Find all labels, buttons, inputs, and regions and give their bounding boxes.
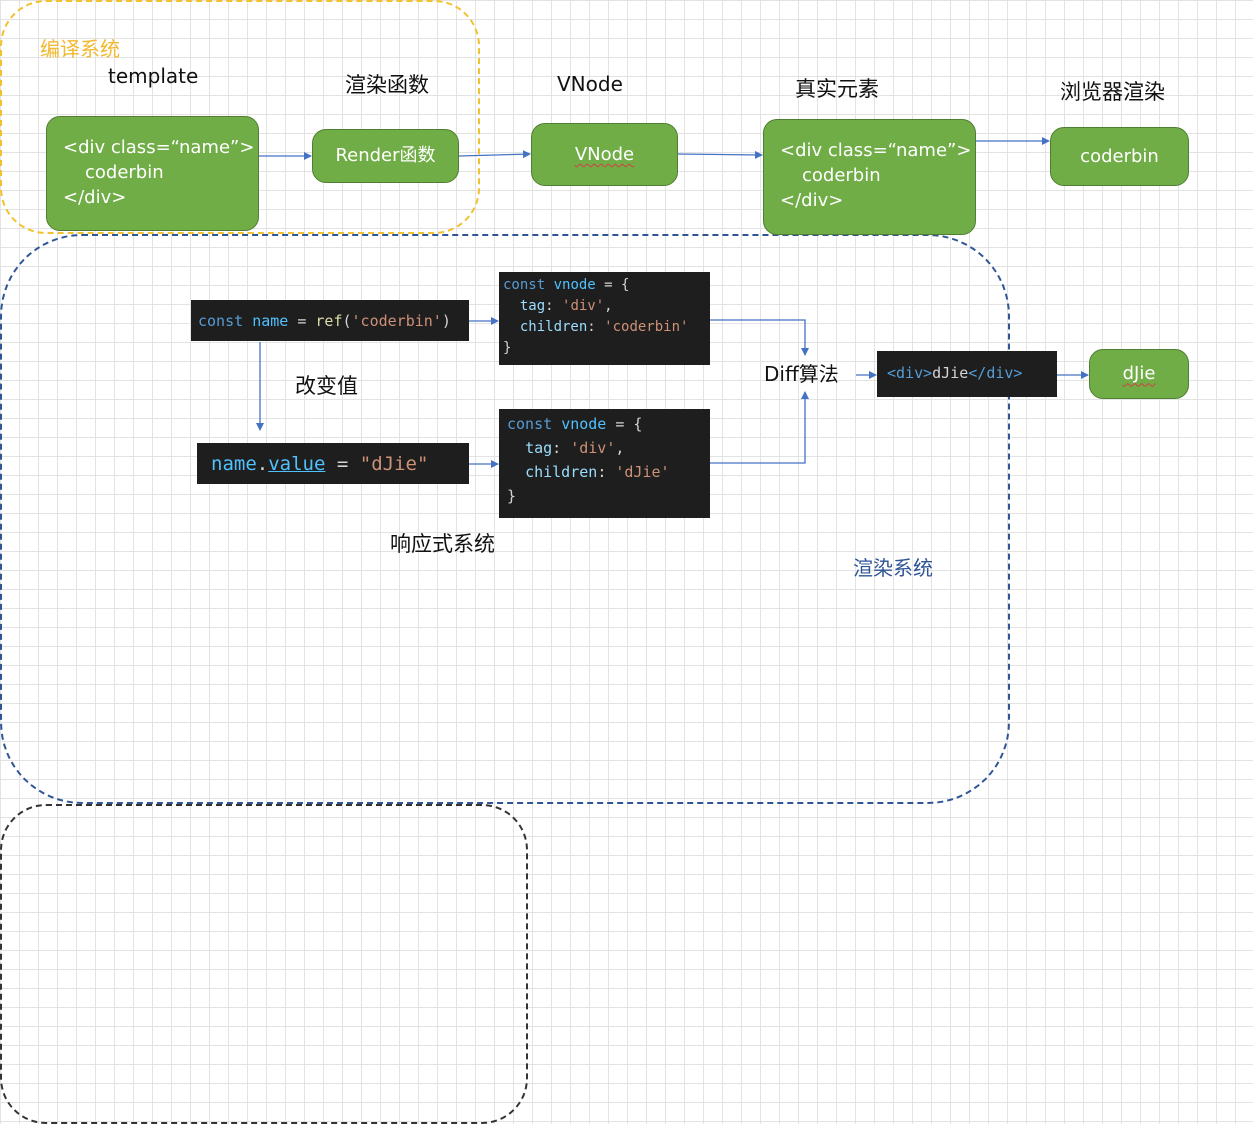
render-function-label: 渲染函数	[345, 73, 429, 97]
ref-name-var: name	[252, 312, 289, 330]
browser-output-box: coderbin	[1050, 127, 1189, 186]
browser-render-label: 浏览器渲染	[1060, 80, 1165, 104]
template-label: template	[108, 64, 199, 88]
vnode-box: VNode	[531, 123, 678, 186]
final-output-text: dJie	[1122, 363, 1156, 385]
old-vnode-open: = {	[595, 277, 630, 293]
old-vnode-const: const	[503, 277, 546, 293]
old-vnode-close: }	[503, 340, 512, 356]
real-element-line-text: coderbin	[802, 165, 881, 187]
diff-result-code-block: <div>dJie</div>	[877, 351, 1057, 397]
arrow-render-to-vnode	[458, 150, 531, 159]
new-vnode-open: = {	[606, 415, 643, 433]
vnode-label: VNode	[557, 72, 623, 96]
new-vnode-close: }	[507, 487, 517, 505]
real-element-label: 真实元素	[795, 77, 879, 101]
arrow-vnode-to-element	[677, 150, 763, 159]
compile-system-region	[0, 0, 480, 234]
connector-layer	[256, 137, 1089, 468]
real-element-line-close: </div>	[780, 190, 844, 212]
new-vnode-children-val: 'dJie'	[615, 463, 670, 481]
render-function-box-text: Render函数	[335, 145, 436, 167]
ref-code-block: const name = ref('coderbin')	[191, 300, 469, 341]
old-vnode-children-key: children	[519, 319, 588, 335]
final-output-box: dJie	[1089, 349, 1189, 399]
new-vnode-var: vnode	[561, 415, 607, 433]
template-box: <div class=“name”> coderbin </div>	[46, 116, 259, 231]
diff-result-close-tag: </div>	[968, 364, 1023, 382]
assign-dot: .	[256, 453, 269, 475]
real-element-line-open: <div class=“name”>	[780, 140, 972, 161]
change-value-label: 改变值	[295, 374, 358, 398]
diff-result-open-tag: <div>	[887, 364, 933, 382]
ref-eq: =	[288, 312, 316, 330]
new-vnode-const: const	[507, 415, 553, 433]
reactive-system-title: 响应式系统	[390, 532, 495, 556]
old-vnode-tag-val: 'div'	[562, 298, 605, 314]
old-vnode-code-block: const vnode = { tag: 'div', children: 'c…	[499, 272, 710, 365]
assign-name-var: name	[211, 453, 257, 475]
arrow-new-vnode-to-diff	[710, 391, 809, 464]
ref-arg: 'coderbin'	[351, 312, 442, 330]
assign-string: "dJie"	[359, 453, 429, 475]
ref-paren-open: (	[342, 312, 352, 330]
new-vnode-code-block: const vnode = { tag: 'div', children: 'd…	[499, 409, 710, 518]
render-system-title: 渲染系统	[853, 556, 933, 580]
old-vnode-tag-key: tag	[519, 298, 546, 314]
diff-result-text: dJie	[932, 364, 969, 382]
ref-fn: ref	[315, 312, 343, 330]
template-line-open: <div class=“name”>	[63, 137, 255, 158]
template-line-close: </div>	[63, 187, 127, 209]
render-function-box: Render函数	[312, 129, 459, 183]
diff-algorithm-label: Diff算法	[764, 362, 839, 386]
new-vnode-children-key: children	[525, 463, 598, 481]
vnode-box-text: VNode	[574, 143, 635, 165]
old-vnode-var: vnode	[553, 277, 596, 293]
new-vnode-tag-val: 'div'	[570, 439, 616, 457]
assign-eq: =	[325, 453, 360, 475]
assign-value-prop: value	[268, 453, 326, 475]
template-line-text: coderbin	[85, 162, 164, 184]
assign-code-block: name.value = "dJie"	[197, 443, 469, 484]
old-vnode-children-val: 'coderbin'	[604, 319, 689, 335]
reactive-system-region	[0, 804, 528, 1124]
arrow-old-vnode-to-diff	[710, 319, 809, 356]
ref-paren-close: )	[441, 312, 451, 330]
ref-const-keyword: const	[198, 312, 244, 330]
browser-output-text: coderbin	[1080, 145, 1159, 167]
compile-system-title: 编译系统	[40, 37, 120, 61]
new-vnode-tag-key: tag	[525, 439, 553, 457]
real-element-box: <div class=“name”> coderbin </div>	[763, 119, 976, 235]
